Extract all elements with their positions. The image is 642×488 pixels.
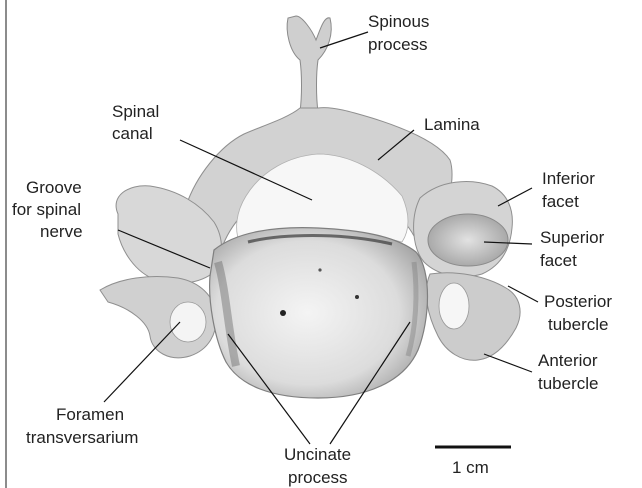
superior-facet-shape bbox=[428, 214, 508, 266]
label-anterior-tubercle: Anterior tubercle bbox=[538, 351, 598, 393]
label-line: facet bbox=[540, 251, 577, 270]
label-line: for spinal bbox=[12, 200, 81, 219]
left-foramen-shape bbox=[170, 302, 206, 342]
label-uncinate-process: Uncinate process bbox=[284, 445, 351, 487]
label-line: Groove bbox=[26, 178, 82, 197]
label-line: process bbox=[368, 35, 428, 54]
label-foramen-transversarium: Foramen transversarium bbox=[26, 405, 138, 447]
label-line: canal bbox=[112, 124, 153, 143]
label-line: facet bbox=[542, 192, 579, 211]
label-line: nerve bbox=[40, 222, 83, 241]
label-inferior-facet: Inferior facet bbox=[542, 169, 595, 211]
label-posterior-tubercle: Posterior tubercle bbox=[544, 292, 612, 334]
vertebral-body-shape bbox=[210, 228, 428, 398]
body-mark bbox=[355, 295, 359, 299]
spinous-process-shape bbox=[287, 16, 331, 112]
label-spinal-canal: Spinal canal bbox=[112, 102, 159, 143]
body-mark bbox=[280, 310, 286, 316]
label-line: Lamina bbox=[424, 115, 480, 134]
label-line: Inferior bbox=[542, 169, 595, 188]
scale-bar: 1 cm bbox=[435, 447, 511, 477]
label-line: Spinal bbox=[112, 102, 159, 121]
label-superior-facet: Superior facet bbox=[540, 228, 605, 270]
label-line: tubercle bbox=[548, 315, 608, 334]
label-line: process bbox=[288, 468, 348, 487]
label-spinous-process: Spinous process bbox=[368, 12, 429, 54]
label-lamina: Lamina bbox=[424, 115, 480, 134]
label-line: transversarium bbox=[26, 428, 138, 447]
label-line: Uncinate bbox=[284, 445, 351, 464]
label-groove-for-spinal-nerve: Groove for spinal nerve bbox=[12, 178, 83, 241]
label-line: Posterior bbox=[544, 292, 612, 311]
label-line: Foramen bbox=[56, 405, 124, 424]
scale-bar-label: 1 cm bbox=[452, 458, 489, 477]
leader-anterior-tubercle bbox=[484, 354, 532, 372]
leader-foramen bbox=[104, 322, 180, 402]
label-line: Superior bbox=[540, 228, 605, 247]
body-mark bbox=[318, 268, 321, 271]
label-line: tubercle bbox=[538, 374, 598, 393]
right-foramen-shape bbox=[439, 283, 469, 329]
label-line: Spinous bbox=[368, 12, 429, 31]
label-line: Anterior bbox=[538, 351, 598, 370]
